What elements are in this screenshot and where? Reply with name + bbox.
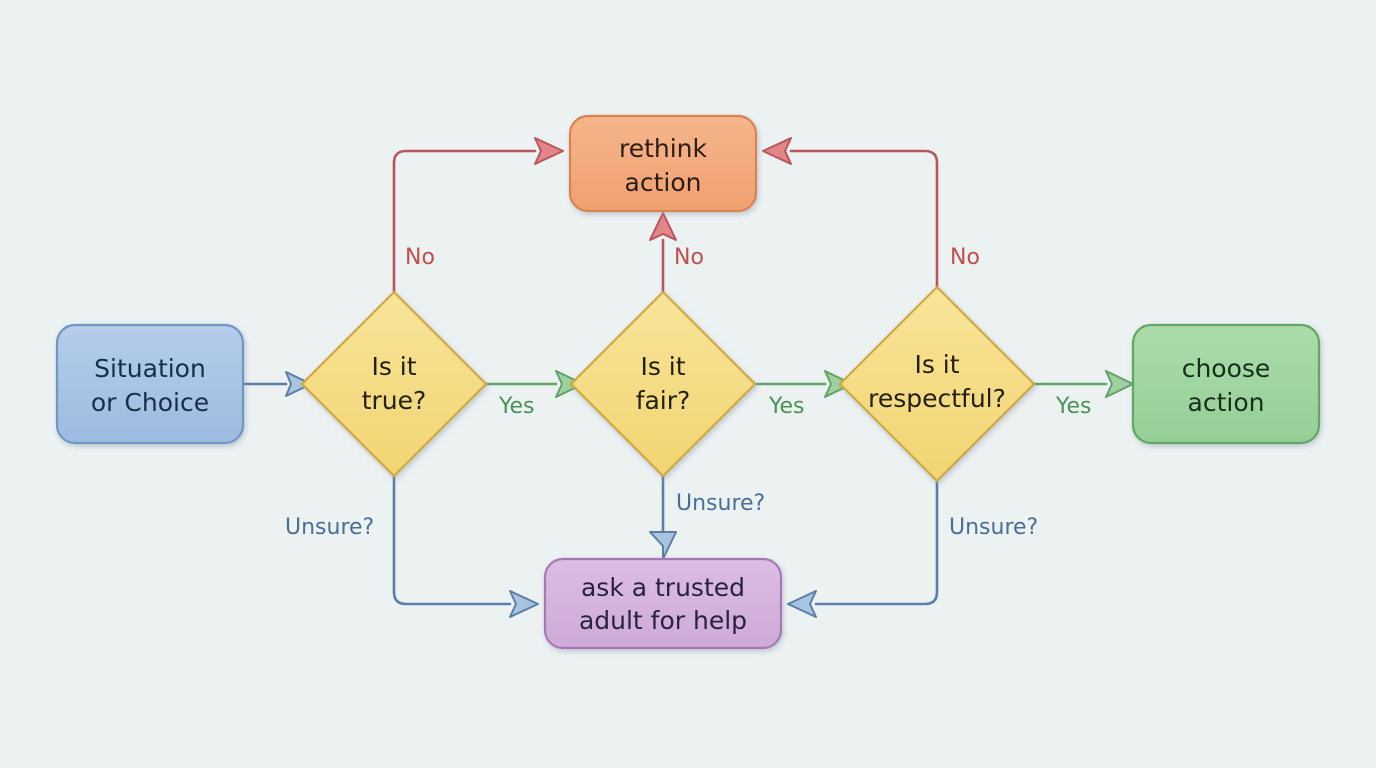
node-ask-trusted-adult[interactable]: ask a trusted adult for help (543, 557, 783, 650)
node-situation-label-line1: Situation (94, 354, 206, 383)
node-decision-is-it-fair[interactable]: Is it fair? (569, 290, 757, 478)
edge-label-true-no: No (405, 245, 435, 270)
edge-label-fair-unsure: Unsure? (676, 491, 765, 516)
edge-label-true-yes: Yes (498, 394, 535, 419)
edge-true-unsure-ask (392, 474, 539, 618)
edge-true-no-rethink (392, 137, 564, 294)
node-ask-adult-label-line1: ask a trusted (581, 573, 745, 602)
edge-label-respectful-unsure: Unsure? (949, 515, 1038, 540)
node-choose-label-line1: choose (1182, 354, 1271, 383)
node-situation-label-line2: or Choice (91, 388, 209, 417)
node-is-it-true-label-line1: Is it (371, 352, 416, 381)
edge-start-to-true (241, 371, 312, 397)
edge-respectful-no-rethink (762, 137, 939, 289)
node-decision-is-it-respectful[interactable]: Is it respectful? (838, 285, 1036, 483)
node-ask-adult-label-line2: adult for help (579, 606, 747, 635)
node-situation-or-choice[interactable]: Situation or Choice (55, 323, 245, 445)
edge-respectful-unsure-ask (787, 479, 939, 618)
edge-fair-unsure-ask (649, 474, 677, 560)
node-rethink-label-line1: rethink (619, 134, 708, 163)
node-choose-label-line2: action (1188, 388, 1265, 417)
edge-label-fair-yes: Yes (768, 394, 805, 419)
node-rethink-action[interactable]: rethink action (568, 114, 758, 213)
edge-label-true-unsure: Unsure? (285, 515, 374, 540)
edge-label-respectful-no: No (950, 245, 980, 270)
edge-respectful-yes-choose (1032, 370, 1134, 398)
node-choose-action[interactable]: choose action (1131, 323, 1321, 445)
edge-fair-no-rethink (649, 212, 677, 294)
edge-label-fair-no: No (674, 245, 704, 270)
node-is-it-true-label-line2: true? (362, 386, 427, 415)
node-is-it-respectful-label-line1: Is it (914, 350, 959, 379)
node-is-it-fair-label-line1: Is it (640, 352, 685, 381)
edge-label-respectful-yes: Yes (1055, 394, 1092, 419)
node-is-it-respectful-label-line2: respectful? (868, 384, 1006, 413)
node-decision-is-it-true[interactable]: Is it true? (300, 290, 488, 478)
node-is-it-fair-label-line2: fair? (636, 386, 691, 415)
node-rethink-label-line2: action (625, 168, 702, 197)
